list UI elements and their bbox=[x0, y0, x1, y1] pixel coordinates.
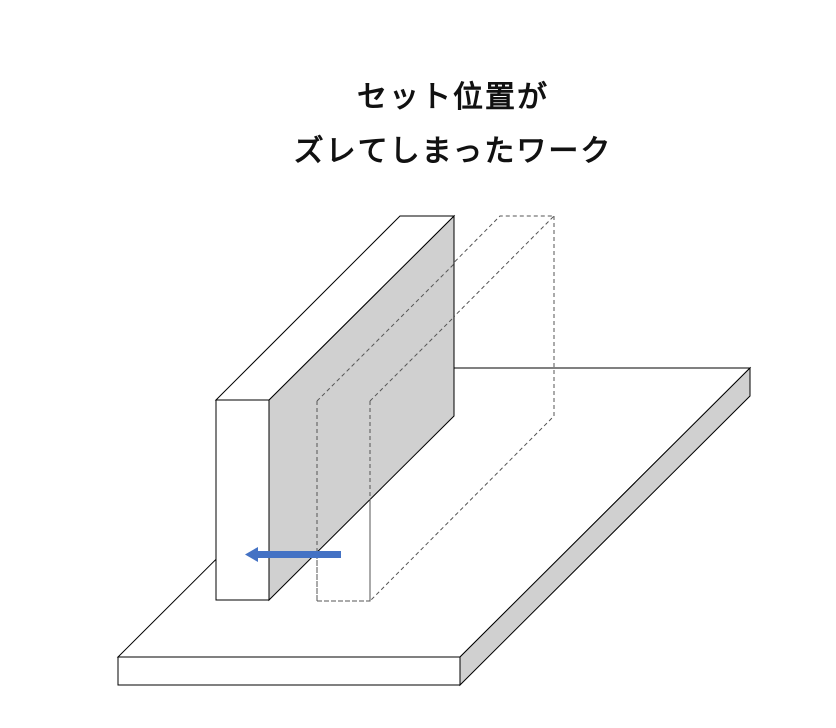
arrow-shaft bbox=[256, 551, 341, 558]
shift-direction-arrow bbox=[245, 547, 341, 562]
diagram-title: セット位置が ズレてしまったワーク bbox=[0, 78, 836, 186]
original-back-edges bbox=[369, 216, 555, 602]
original-hidden-edge-top bbox=[316, 263, 455, 402]
title-line-1: セット位置が bbox=[357, 80, 549, 115]
original-top-edges bbox=[316, 215, 556, 402]
original-position-hidden-edges bbox=[316, 263, 455, 602]
shifted-workpiece bbox=[214, 214, 456, 602]
title-line-2: ズレてしまったワーク bbox=[293, 134, 613, 169]
workpiece-front-face bbox=[215, 399, 270, 601]
arrow-head bbox=[245, 547, 258, 562]
original-hidden-edge-right bbox=[369, 316, 455, 402]
base-plate-front-face bbox=[117, 656, 461, 686]
